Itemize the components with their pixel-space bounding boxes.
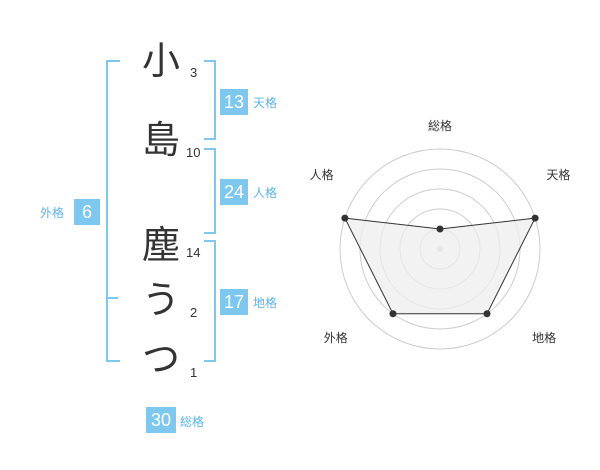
radar-data-area <box>344 217 536 315</box>
gaikaku-tick <box>106 297 118 299</box>
stroke-count-3: 14 <box>186 245 201 260</box>
stroke-count-2: 10 <box>186 145 201 160</box>
radar-point-0 <box>436 225 444 233</box>
radar-ring-5 <box>339 148 541 350</box>
radar-point-2 <box>483 310 491 318</box>
radar-point-4 <box>341 214 349 222</box>
name-char-4: う <box>141 278 180 322</box>
jinkaku-badge: 24 <box>220 179 248 205</box>
radar-point-1 <box>531 214 539 222</box>
radar-axis-label-3: 外格 <box>324 330 348 345</box>
radar-axis-label-4: 人格 <box>310 167 334 182</box>
name-char-1: 小 <box>141 39 180 83</box>
jinkaku-bracket <box>204 148 216 234</box>
stroke-count-5: 1 <box>190 365 198 380</box>
gaikaku-badge: 6 <box>74 199 100 225</box>
gaikaku-bracket <box>106 60 120 362</box>
jinkaku-label: 人格 <box>253 186 278 200</box>
chikaku-badge: 17 <box>220 289 248 315</box>
tenkaku-label: 天格 <box>253 96 278 110</box>
radar-axis-label-0: 総格 <box>428 118 452 133</box>
tenkaku-badge: 13 <box>220 89 248 115</box>
stroke-count-4: 2 <box>190 305 198 320</box>
radar-axis-label-1: 天格 <box>546 167 570 182</box>
gaikaku-label: 外格 <box>40 206 65 220</box>
soukaku-label: 総格 <box>180 415 205 429</box>
chikaku-bracket <box>204 240 216 362</box>
radar-axis-label-2: 地格 <box>532 330 556 345</box>
name-char-2: 島 <box>141 118 180 162</box>
name-char-5: つ <box>141 337 180 381</box>
stroke-count-1: 3 <box>190 65 198 80</box>
soukaku-badge: 30 <box>146 407 176 433</box>
tenkaku-bracket <box>204 60 216 140</box>
chikaku-label: 地格 <box>253 296 278 310</box>
name-char-3: 塵 <box>141 223 180 267</box>
radar-point-3 <box>389 310 397 318</box>
radar-points <box>341 214 539 318</box>
